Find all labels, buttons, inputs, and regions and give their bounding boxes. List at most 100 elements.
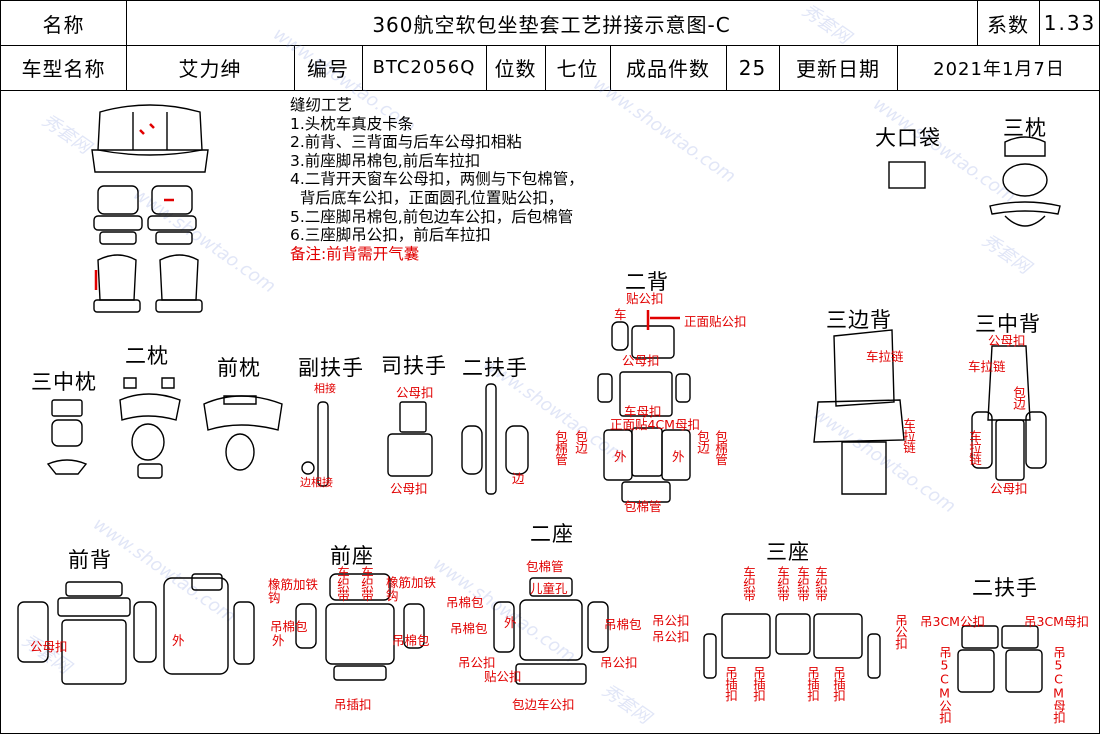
section-third-side-back: 三边背 bbox=[826, 308, 892, 332]
annotation: 吊棉包 bbox=[446, 595, 484, 610]
annotation: 车 bbox=[614, 307, 627, 322]
second-armrest-b-drawing bbox=[957, 625, 1043, 693]
section-front-back: 前背 bbox=[68, 548, 112, 572]
annotation: 包棉管 bbox=[713, 430, 728, 465]
col-divider bbox=[545, 45, 546, 90]
annotation: 儿童孔 bbox=[530, 581, 568, 596]
annotation: 相接 bbox=[314, 382, 336, 395]
front-pillow-drawing bbox=[203, 395, 283, 471]
annotation: 吊棉包 bbox=[604, 617, 642, 632]
annotation: 包边 bbox=[695, 430, 710, 453]
annotation: 吊公扣 bbox=[458, 655, 496, 670]
seats-label: 位数 bbox=[494, 57, 537, 81]
col-divider bbox=[362, 45, 363, 90]
notes-title: 缝纫工艺 bbox=[290, 96, 353, 114]
annotation: 车织带 bbox=[359, 566, 374, 601]
annotation: 公母扣 bbox=[990, 481, 1028, 496]
annotation: 橡筋加铁钩 bbox=[268, 577, 319, 605]
section-third-pillow: 三枕 bbox=[1003, 116, 1047, 140]
annotation: 公母扣 bbox=[396, 385, 434, 400]
date-label: 更新日期 bbox=[796, 57, 880, 81]
annotation: 吊插扣 bbox=[805, 666, 820, 701]
coef-value: 1.33 bbox=[1043, 11, 1097, 35]
annotation: 车织带 bbox=[775, 566, 790, 601]
col-divider bbox=[779, 45, 780, 90]
sewing-notes: 缝纫工艺 1.头枕车真皮卡条 2.前背、三背面与后车公母扣相粘 3.前座脚吊棉包… bbox=[290, 96, 584, 263]
annotation: 车织带 bbox=[335, 566, 350, 601]
annotation: 包棉管 bbox=[526, 559, 564, 574]
section-driver-armrest: 司扶手 bbox=[381, 354, 447, 378]
section-second-seat: 二座 bbox=[530, 522, 574, 546]
annotation: 车织带 bbox=[795, 566, 810, 601]
big-pocket-drawing bbox=[888, 161, 926, 189]
col-divider bbox=[486, 45, 487, 90]
section-second-back: 二背 bbox=[625, 270, 669, 294]
annotation: 外 bbox=[614, 449, 627, 464]
pieces-value: 25 bbox=[738, 55, 767, 80]
annotation: 边相接 bbox=[300, 476, 333, 489]
code-label: 编号 bbox=[307, 57, 349, 81]
col-divider bbox=[294, 45, 295, 90]
annotation: 吊公扣 bbox=[652, 629, 690, 644]
seat-overview-drawing bbox=[91, 104, 209, 313]
annotation: 车织带 bbox=[813, 566, 828, 601]
header-row-divider bbox=[1, 45, 1100, 46]
note-item: 6.三座脚吊公扣，前后车拉扣 bbox=[290, 226, 491, 245]
armrest-drawings bbox=[301, 383, 529, 495]
annotation: 公母扣 bbox=[622, 353, 660, 368]
section-third-mid-pillow: 三中枕 bbox=[31, 370, 97, 394]
annotation: 正面贴公扣 bbox=[684, 314, 747, 329]
second-back-drawing bbox=[597, 310, 691, 503]
annotation: 车拉链 bbox=[866, 349, 904, 364]
third-side-back-drawing bbox=[813, 329, 905, 495]
note-item: 3.前座脚吊棉包,前后车拉扣 bbox=[290, 151, 481, 170]
section-front-seat: 前座 bbox=[330, 544, 374, 568]
section-third-seat: 三座 bbox=[766, 540, 810, 564]
section-second-armrest: 二扶手 bbox=[462, 356, 528, 380]
section-big-pocket: 大口袋 bbox=[875, 126, 941, 150]
front-seat-drawing bbox=[295, 573, 425, 681]
second-pillow-drawing bbox=[119, 377, 181, 479]
annotation: 吊棉包 bbox=[270, 619, 308, 634]
annotation: 包边车公扣 bbox=[512, 697, 575, 712]
col-divider bbox=[726, 45, 727, 90]
annotation: 吊5CM母扣 bbox=[1051, 646, 1066, 723]
notes-remark: 备注:前背需开气囊 bbox=[290, 244, 420, 263]
seats-value: 七位 bbox=[556, 57, 599, 81]
annotation: 吊棉包 bbox=[450, 621, 488, 636]
model-value: 艾力绅 bbox=[178, 57, 242, 81]
annotation: 吊插扣 bbox=[751, 666, 766, 701]
annotation: 贴公扣 bbox=[484, 669, 522, 684]
note-item: 4.二背开天窗车公母扣，两侧与下包棉管， bbox=[290, 170, 584, 189]
annotation: 车母扣 bbox=[624, 404, 662, 419]
annotation: 吊5CM公扣 bbox=[937, 646, 952, 723]
annotation: 正面贴4CM母扣 bbox=[610, 417, 700, 432]
annotation: 吊公扣 bbox=[652, 613, 690, 628]
annotation: 吊公扣 bbox=[893, 614, 908, 649]
col-divider bbox=[897, 45, 898, 90]
section-third-mid-back: 三中背 bbox=[975, 312, 1041, 336]
annotation: 公母扣 bbox=[390, 481, 428, 496]
annotation: 包棉管 bbox=[624, 499, 662, 514]
annotation: 包棉管 bbox=[553, 430, 568, 465]
section-front-pillow: 前枕 bbox=[217, 356, 261, 380]
code-value: BTC2056Q bbox=[372, 57, 476, 78]
section-second-armrest-b: 二扶手 bbox=[972, 576, 1038, 600]
third-seat-drawing bbox=[703, 613, 881, 679]
name-label: 名称 bbox=[42, 12, 85, 37]
note-item: 5.二座脚吊棉包,前包边车公扣，后包棉管 bbox=[290, 207, 574, 226]
front-back-drawing bbox=[17, 573, 255, 685]
col-divider bbox=[126, 1, 127, 90]
annotation: 外 bbox=[272, 633, 285, 648]
header-bottom-divider bbox=[1, 90, 1100, 91]
annotation: 吊插扣 bbox=[723, 666, 738, 701]
annotation: 外 bbox=[672, 449, 685, 464]
annotation: 吊插扣 bbox=[334, 697, 372, 712]
annotation: 橡筋加铁钩 bbox=[386, 575, 437, 603]
section-co-armrest: 副扶手 bbox=[298, 356, 364, 380]
sheet-title: 360航空软包坐垫套工艺拼接示意图-C bbox=[372, 12, 731, 37]
annotation: 包边 bbox=[1011, 386, 1026, 409]
second-seat-drawing bbox=[493, 577, 609, 685]
